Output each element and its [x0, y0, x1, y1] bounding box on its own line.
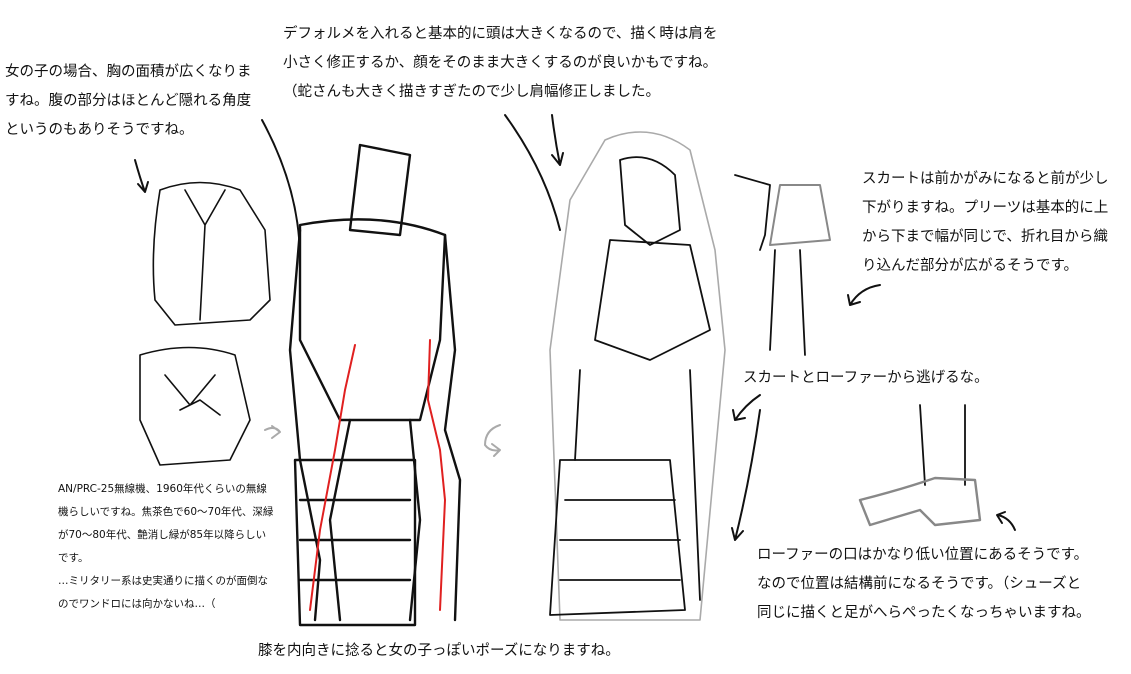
note-deform: デフォルメを入れると基本的に頭は大きくなるので、描く時は肩を小さく修正するか、顔… [283, 26, 718, 100]
arrow-icons [134, 114, 1016, 541]
girl-sketch [549, 156, 711, 616]
note-radio: AN/PRC-25無線機、1960年代くらいの無線機らしいですね。焦茶色で60～… [58, 483, 274, 610]
loafer-sketch [919, 404, 966, 486]
girl-sketch-gray [549, 131, 726, 621]
uniform-sketch [139, 181, 271, 466]
note-knees: 膝を内向きに捻ると女の子っぽいポーズになりますね。 [258, 643, 620, 659]
mannequin-sketch [288, 143, 462, 627]
note-skirt: スカートは前かがみになると前が少し下がりますね。プリーツは基本的に上から下まで幅… [862, 171, 1109, 274]
skirt-legs-sketch [734, 174, 806, 356]
loafer-shoe [858, 476, 982, 527]
note-escape: スカートとローファーから逃げるな。 [743, 370, 989, 386]
red-guide-lines [309, 339, 446, 611]
note-loafer: ローファーの口はかなり低い位置にあるそうです。なので位置は結構前になるそうです。… [757, 547, 1091, 621]
note-chest: 女の子の場合、胸の面積が広くなりますね。腹の部分はほとんど隠れる角度というのもあ… [5, 64, 252, 138]
